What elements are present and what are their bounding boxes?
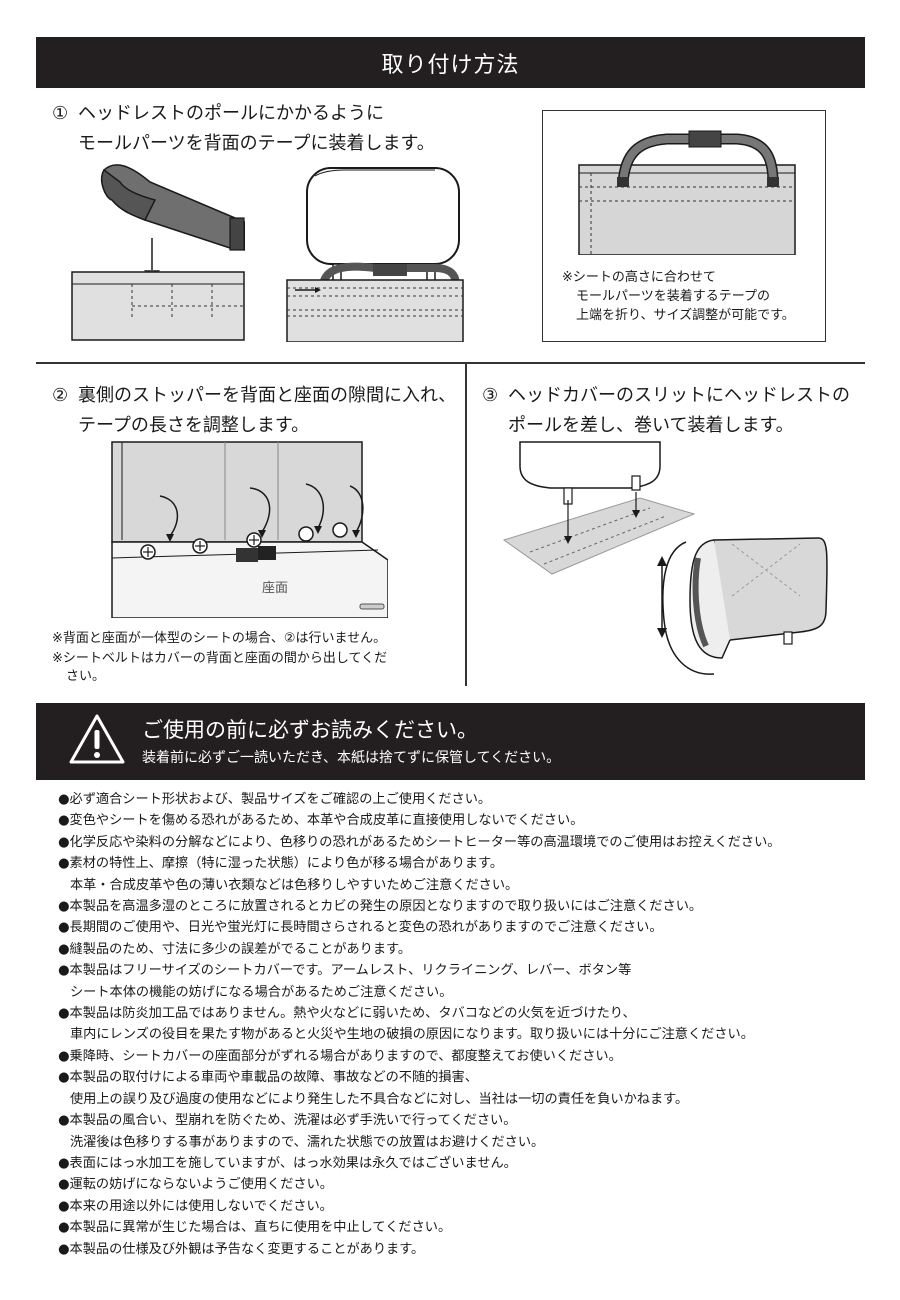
step1-instruction: ① ヘッドレストのポールにかかるように モールパーツを背面のテープに装着します。 bbox=[52, 99, 435, 159]
notice-item: ●本製品を高温多湿のところに放置されるとカビの発生の原因となりますので取り扱いに… bbox=[58, 896, 868, 917]
notice-continuation: 使用上の誤り及び過度の使用などにより発生した不具合などに対し、当社は一切の責任を… bbox=[70, 1091, 689, 1107]
step2-number: ② bbox=[52, 385, 69, 406]
notice-continuation: 本革・合成皮革や色の薄い衣類などは色移りしやすいためご注意ください。 bbox=[70, 877, 519, 893]
notice-text: ●本製品はフリーサイズのシートカバーです。アームレスト、リクライニング、レバー、… bbox=[58, 963, 632, 979]
notice-text: ●本製品に異常が生じた場合は、直ちに使用を中止してください。 bbox=[58, 1220, 452, 1236]
notice-text: ●本製品を高温多湿のところに放置されるとカビの発生の原因となりますので取り扱いに… bbox=[58, 899, 703, 915]
step1-note-line2: モールパーツを装着するテープの bbox=[576, 289, 770, 304]
warning-title: ご使用の前に必ずお読みください。 bbox=[142, 718, 478, 742]
seat-label: 座面 bbox=[262, 581, 289, 596]
notice-text: ●本製品は防炎加工品ではありません。熱や火などに弱いため、タバコなどの火気を近づ… bbox=[58, 1006, 636, 1022]
step3-illustration-headcover bbox=[500, 440, 836, 686]
notice-text: ●必ず適合シート形状および、製品サイズをご確認の上ご使用ください。 bbox=[58, 792, 492, 807]
step2-note2-line2: さい。 bbox=[66, 669, 106, 684]
step2-instruction: ② 裏側のストッパーを背面と座面の隙間に入れ、 テープの長さを調整します。 bbox=[52, 381, 456, 441]
step1-number: ① bbox=[52, 103, 69, 124]
notice-item: ●本製品は防炎加工品ではありません。熱や火などに弱いため、タバコなどの火気を近づ… bbox=[58, 1003, 868, 1046]
section-title: 取り付け方法 bbox=[381, 52, 520, 78]
step3-number: ③ bbox=[482, 385, 499, 406]
step1-note: ※シートの高さに合わせて モールパーツを装着するテープの 上端を折り、サイズ調整… bbox=[562, 268, 795, 325]
warning-subtitle: 装着前に必ずご一読いただき、本紙は捨てずに保管してください。 bbox=[142, 750, 561, 766]
notice-list: ●必ず適合シート形状および、製品サイズをご確認の上ご使用ください。 ●変色やシート… bbox=[58, 789, 868, 1260]
notice-item: ●表面にはっ水加工を施していますが、はっ水効果は永久ではございません。 bbox=[58, 1153, 868, 1174]
notice-item: ●乗降時、シートカバーの座面部分がずれる場合がありますので、都度整えてお使いくだ… bbox=[58, 1046, 868, 1067]
step1-line1: ヘッドレストのポールにかかるように bbox=[78, 103, 384, 124]
notice-continuation: 洗濯後は色移りする事がありますので、濡れた状態での放置はお避けください。 bbox=[70, 1134, 545, 1150]
horizontal-divider bbox=[36, 362, 865, 364]
notice-item: ●本製品の取付けによる車両や車載品の故障、事故などの不随的損害、使用上の誤り及び… bbox=[58, 1067, 868, 1110]
notice-text: ●素材の特性上、摩擦（特に湿った状態）により色が移る場合があります。 bbox=[58, 856, 504, 872]
notice-text: ●運転の妨げにならないようご使用ください。 bbox=[58, 1177, 333, 1193]
notice-text: ●乗降時、シートカバーの座面部分がずれる場合がありますので、都度整えてお使いくだ… bbox=[58, 1048, 622, 1064]
notice-item: ●運転の妨げにならないようご使用ください。 bbox=[58, 1174, 868, 1195]
step2-line1: 裏側のストッパーを背面と座面の隙間に入れ、 bbox=[78, 385, 457, 406]
step2-note2-line1: ※シートベルトはカバーの背面と座面の間から出してくだ bbox=[52, 651, 388, 666]
step2-line2: テープの長さを調整します。 bbox=[78, 415, 310, 436]
notice-item: ●素材の特性上、摩擦（特に湿った状態）により色が移る場合があります。本革・合成皮… bbox=[58, 853, 868, 896]
notice-text: ●本製品の取付けによる車両や車載品の故障、事故などの不随的損害、 bbox=[58, 1070, 478, 1086]
notice-item: ●長期間のご使用や、日光や蛍光灯に長時間さらされると変色の恐れがありますのでご注… bbox=[58, 917, 868, 938]
step2-illustration-stopper bbox=[110, 440, 388, 618]
step2-note1: ※背面と座面が一体型のシートの場合、②は行いません。 bbox=[52, 631, 387, 646]
notice-item: ●本来の用途以外には使用しないでください。 bbox=[58, 1196, 868, 1217]
notice-item: ●本製品に異常が生じた場合は、直ちに使用を中止してください。 bbox=[58, 1217, 868, 1238]
vertical-divider bbox=[465, 362, 467, 686]
notice-item: ●本製品の風合い、型崩れを防ぐため、洗濯は必ず手洗いで行ってください。洗濯後は色… bbox=[58, 1110, 868, 1153]
notice-text: ●本製品の仕様及び外観は予告なく変更することがあります。 bbox=[58, 1241, 425, 1257]
notice-item: ●本製品の仕様及び外観は予告なく変更することがあります。 bbox=[58, 1239, 868, 1260]
notice-item: ●必ず適合シート形状および、製品サイズをご確認の上ご使用ください。 bbox=[58, 789, 868, 810]
notice-text: ●化学反応や染料の分解などにより、色移りの恐れがあるためシートヒーター等の高温環… bbox=[58, 834, 781, 850]
notice-text: ●長期間のご使用や、日光や蛍光灯に長時間さらされると変色の恐れがありますのでご注… bbox=[58, 920, 663, 936]
step2-note2: ※シートベルトはカバーの背面と座面の間から出してくだ さい。 bbox=[52, 650, 387, 686]
warning-triangle-icon bbox=[68, 713, 126, 765]
step1-note-line1: ※シートの高さに合わせて bbox=[562, 270, 716, 285]
notice-text: ●本製品の風合い、型崩れを防ぐため、洗濯は必ず手洗いで行ってください。 bbox=[58, 1113, 517, 1129]
notice-text: ●表面にはっ水加工を施していますが、はっ水効果は永久ではございません。 bbox=[58, 1155, 517, 1171]
notice-text: ●変色やシートを傷める恐れがあるため、本革や合成皮革に直接使用しないでください。 bbox=[58, 813, 584, 829]
step1-illustration-installed bbox=[285, 160, 465, 342]
warning-banner: ご使用の前に必ずお読みください。 装着前に必ずご一読いただき、本紙は捨てずに保管… bbox=[36, 703, 865, 780]
step3-instruction: ③ ヘッドカバーのスリットにヘッドレストの ポールを差し、巻いて装着します。 bbox=[482, 381, 850, 441]
notice-item: ●本製品はフリーサイズのシートカバーです。アームレスト、リクライニング、レバー、… bbox=[58, 960, 868, 1003]
step1-illustration-fold bbox=[577, 125, 799, 255]
step3-line1: ヘッドカバーのスリットにヘッドレストの bbox=[508, 385, 850, 406]
step1-line2: モールパーツを背面のテープに装着します。 bbox=[78, 133, 435, 154]
notice-item: ●縫製品のため、寸法に多少の誤差がでることがあります。 bbox=[58, 939, 868, 960]
notice-text: ●本来の用途以外には使用しないでください。 bbox=[58, 1198, 333, 1214]
step1-size-adjust-box bbox=[542, 110, 826, 342]
section-header: 取り付け方法 bbox=[36, 37, 865, 88]
step1-note-line3: 上端を折り、サイズ調整が可能です。 bbox=[576, 308, 795, 323]
notice-continuation: 車内にレンズの役目を果たす物があると火災や生地の破損の原因になります。取り扱いに… bbox=[70, 1027, 754, 1043]
step1-illustration-attach bbox=[70, 160, 245, 342]
notice-item: ●化学反応や染料の分解などにより、色移りの恐れがあるためシートヒーター等の高温環… bbox=[58, 832, 868, 853]
step3-line2: ポールを差し、巻いて装着します。 bbox=[508, 415, 794, 436]
notice-continuation: シート本体の機能の妨げになる場合があるためご注意ください。 bbox=[70, 984, 453, 1000]
notice-item: ●変色やシートを傷める恐れがあるため、本革や合成皮革に直接使用しないでください。 bbox=[58, 810, 868, 831]
notice-text: ●縫製品のため、寸法に多少の誤差がでることがあります。 bbox=[58, 941, 412, 957]
